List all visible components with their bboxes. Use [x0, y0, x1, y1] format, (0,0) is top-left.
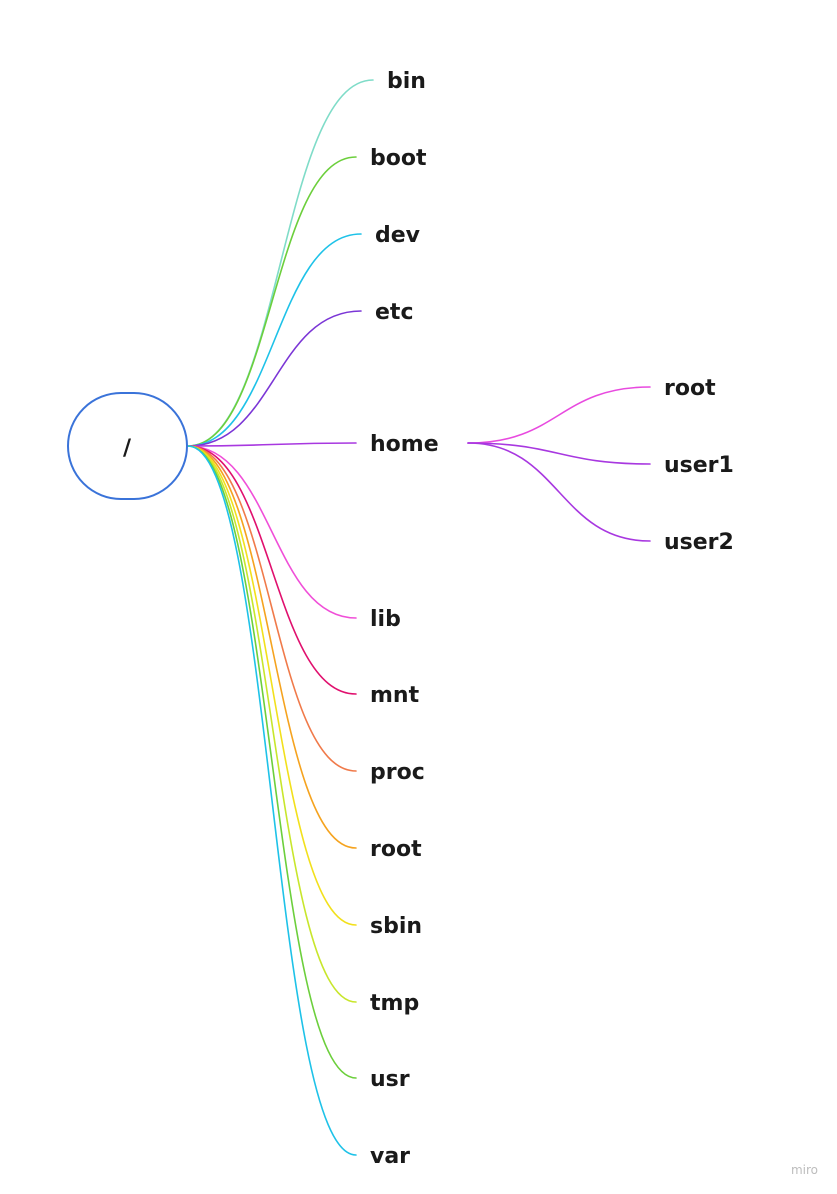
branch-line-var-12 [187, 445, 357, 1156]
node-home-root[interactable]: root [664, 376, 716, 401]
branch-line-bin-0 [187, 79, 374, 447]
node-lib-5[interactable]: lib [370, 607, 401, 632]
root-node[interactable]: / [67, 392, 188, 500]
branch-line-dev-2 [187, 233, 362, 447]
node-boot-1[interactable]: boot [370, 146, 427, 171]
node-etc-3[interactable]: etc [375, 300, 413, 325]
node-proc-7[interactable]: proc [370, 760, 425, 785]
branch-line-boot-1 [187, 156, 357, 447]
node-bin-0[interactable]: bin [387, 69, 426, 94]
root-node-label: / [123, 436, 132, 461]
branch-line-sbin-9 [187, 445, 357, 926]
root-node-shape [67, 392, 188, 500]
branch-line-mnt-6 [187, 445, 357, 695]
branch-line-home-4 [187, 442, 357, 447]
branch-line-home-user1 [467, 442, 651, 465]
branch-line-lib-5 [187, 445, 357, 619]
branch-line-proc-7 [187, 445, 357, 772]
miro-watermark: miro [791, 1163, 818, 1177]
child-nodes: bin boot dev etc home root user1 user2 lib mnt pro… [370, 69, 734, 1169]
node-dev-2[interactable]: dev [375, 223, 421, 248]
node-mnt-6[interactable]: mnt [370, 683, 420, 708]
node-home-4[interactable]: home [370, 432, 439, 457]
branch-line-root-8 [187, 445, 357, 849]
branch-line-usr-11 [187, 445, 357, 1079]
branch-line-home-root [467, 386, 651, 444]
node-var-12[interactable]: var [370, 1144, 410, 1169]
branch-line-etc-3 [187, 310, 362, 447]
node-home-user1[interactable]: user1 [664, 453, 734, 478]
node-tmp-10[interactable]: tmp [370, 991, 419, 1016]
node-home-user2[interactable]: user2 [664, 530, 734, 555]
node-root-8[interactable]: root [370, 837, 422, 862]
node-sbin-9[interactable]: sbin [370, 914, 422, 939]
branch-connectors [187, 79, 651, 1156]
branch-line-tmp-10 [187, 445, 357, 1003]
branch-line-home-user2 [467, 442, 651, 542]
node-usr-11[interactable]: usr [370, 1067, 410, 1092]
